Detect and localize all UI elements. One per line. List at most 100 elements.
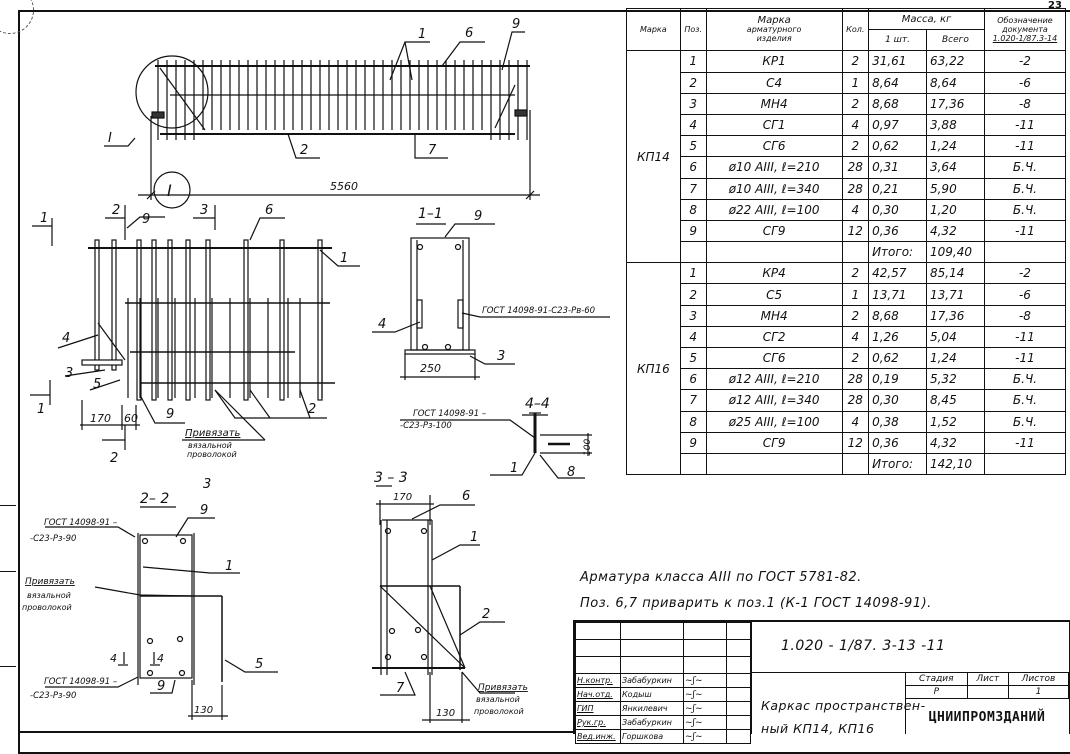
total-value: 142,10 xyxy=(925,452,985,476)
cell-item: ø12 АIII, ℓ=340 xyxy=(705,389,843,412)
section-3-3-view xyxy=(372,485,515,723)
dimension-60: 60 xyxy=(124,412,138,425)
note-2: Поз. 6,7 приварить к поз.1 (К-1 ГОСТ 140… xyxy=(580,596,932,611)
callout-6: 6 xyxy=(462,489,470,504)
dimension-250: 250 xyxy=(420,362,441,375)
signature: ~ʃ~ xyxy=(683,715,727,730)
callout-9: 9 xyxy=(512,17,520,32)
tie-note-2-2-line3: проволокой xyxy=(22,603,72,612)
weld-note-2-2-top-line2: -С23-Рз-90 xyxy=(30,534,76,544)
cell-total: 17,36 xyxy=(925,304,985,327)
cell-total: 5,32 xyxy=(925,368,985,391)
dimension-5560: 5560 xyxy=(330,180,358,193)
cell-pos: 8 xyxy=(679,198,707,221)
cell-pos: 8 xyxy=(679,410,707,433)
cell-item: КР1 xyxy=(705,50,843,73)
sheets-header: Листов xyxy=(1007,672,1070,686)
cell-item: КР4 xyxy=(705,262,843,285)
cell-pos: 6 xyxy=(679,156,707,179)
cell-total: 8,45 xyxy=(925,389,985,412)
callout-2: 2 xyxy=(300,143,308,158)
sheet-value xyxy=(966,685,1009,699)
weld-note-1-1: ГОСТ 14098-91-С23-Рв-60 xyxy=(482,306,595,316)
callout-1: 1 xyxy=(340,251,348,266)
specification-table: Марка Поз. Марка арматурного изделия Кол… xyxy=(626,7,1067,476)
cell-doc: -6 xyxy=(983,71,1067,94)
note-1: Арматура класса АIII по ГОСТ 5781-82. xyxy=(580,570,862,585)
signature: ~ʃ~ xyxy=(683,701,727,716)
cell-item: ø25 АIII, ℓ=100 xyxy=(705,410,843,433)
cell-qty xyxy=(841,452,870,476)
cell-total: 1,24 xyxy=(925,135,985,158)
cell-total: 1,20 xyxy=(925,198,985,221)
header-item-mark: Марка арматурного изделия xyxy=(705,7,843,52)
cell-unit: 0,62 xyxy=(868,346,927,370)
cut-mark-4: 4 xyxy=(110,652,117,665)
cell-qty: 1 xyxy=(841,283,870,306)
dimension-100: 100 xyxy=(583,439,593,456)
weld-note-4-4-line2: -С23-Рз-100 xyxy=(400,421,452,431)
section-3-3-title: 3 – 3 xyxy=(374,470,408,486)
cell-pos: 7 xyxy=(679,177,707,200)
cell-item: ø12 АIII, ℓ=210 xyxy=(705,368,843,391)
cell-item xyxy=(705,452,843,476)
cell-pos xyxy=(679,241,707,264)
weld-note-2-2-bottom-line2: -С23-Рз-90 xyxy=(30,691,76,701)
cell-total: 85,14 xyxy=(925,262,985,285)
cell-doc: -2 xyxy=(983,50,1067,73)
cell-doc xyxy=(983,452,1067,476)
header-mass-total: Всего xyxy=(925,29,985,52)
cell-unit: 0,30 xyxy=(868,389,927,412)
callout-1: 1 xyxy=(225,559,233,574)
cell-qty: 2 xyxy=(841,346,870,370)
detail-I-label: I xyxy=(167,181,172,200)
cell-doc: -11 xyxy=(983,135,1067,158)
cell-qty: 1 xyxy=(841,71,870,94)
callout-3: 3 xyxy=(497,349,505,364)
vertical-bar xyxy=(243,239,249,401)
cell-qty: 2 xyxy=(841,304,870,327)
cell-qty: 12 xyxy=(841,431,870,454)
person-name: Забабуркин xyxy=(620,673,684,688)
cell-pos: 9 xyxy=(679,219,707,243)
cell-item: СГ1 xyxy=(705,113,843,137)
cell-doc: -11 xyxy=(983,346,1067,370)
page-number: 23 xyxy=(1048,0,1062,11)
cell-pos: 9 xyxy=(679,431,707,454)
cell-unit: 0,19 xyxy=(868,368,927,391)
cell-doc: Б.Ч. xyxy=(983,198,1067,221)
vertical-bar xyxy=(136,239,142,401)
cell-doc: -11 xyxy=(983,431,1067,454)
detail-I-view xyxy=(30,171,360,450)
sheets-value: 1 xyxy=(1007,685,1070,699)
stage-header: Стадия xyxy=(905,672,968,686)
cell-doc: -6 xyxy=(983,283,1067,306)
weld-note-2-2-top-line1: ГОСТ 14098-91 – xyxy=(44,518,117,528)
cell-pos: 3 xyxy=(679,304,707,327)
blank-row xyxy=(575,639,751,657)
role: Вед.инж. xyxy=(575,729,621,744)
vertical-bar xyxy=(279,239,285,401)
cell-total: 4,32 xyxy=(925,431,985,454)
group-mark: КП14 xyxy=(626,50,681,264)
cell-qty: 2 xyxy=(841,50,870,73)
cell-qty: 4 xyxy=(841,198,870,221)
cell-doc: -11 xyxy=(983,325,1067,349)
cell-unit: 0,21 xyxy=(868,177,927,200)
header-mass: Масса, кг xyxy=(868,7,985,31)
callout-7: 7 xyxy=(396,681,405,696)
cell-doc: -11 xyxy=(983,113,1067,137)
cell-pos: 5 xyxy=(679,346,707,370)
header-qty: Кол. xyxy=(841,7,870,52)
cell-total: 5,04 xyxy=(925,325,985,349)
cell-qty: 12 xyxy=(841,219,870,243)
dimension-170: 170 xyxy=(393,492,412,503)
